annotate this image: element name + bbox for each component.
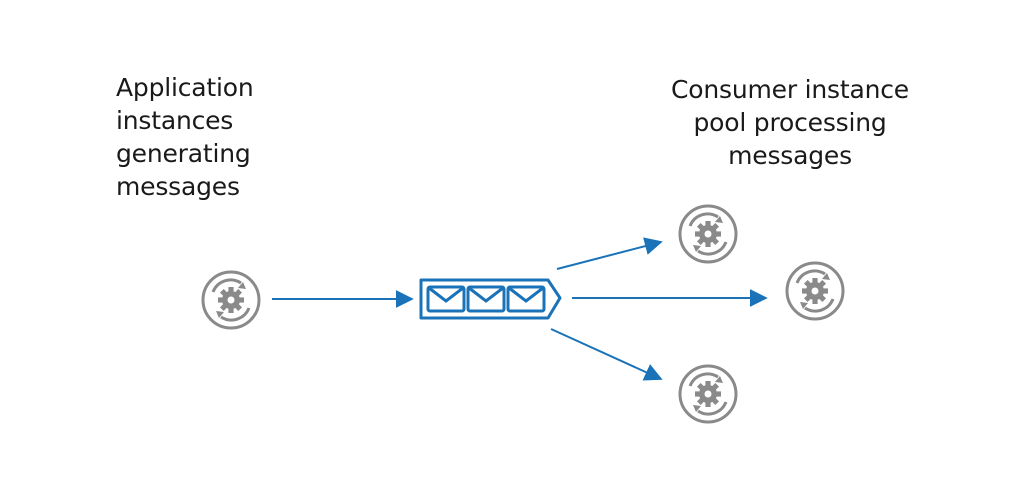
- arrow-queue-to-consumer-bottom: [550, 328, 663, 381]
- consumer-instance-icon: [785, 261, 845, 321]
- arrow-queue-to-consumer-top: [556, 237, 663, 270]
- producer-group-label: Application instances generating message…: [116, 73, 254, 201]
- message-queue-icon: [419, 278, 562, 320]
- producer-instance-icon: [201, 270, 261, 330]
- consumer-instance-icon: [678, 204, 738, 264]
- consumer-group-label: Consumer instance pool processing messag…: [671, 75, 909, 170]
- consumer-instance-icon: [678, 364, 738, 424]
